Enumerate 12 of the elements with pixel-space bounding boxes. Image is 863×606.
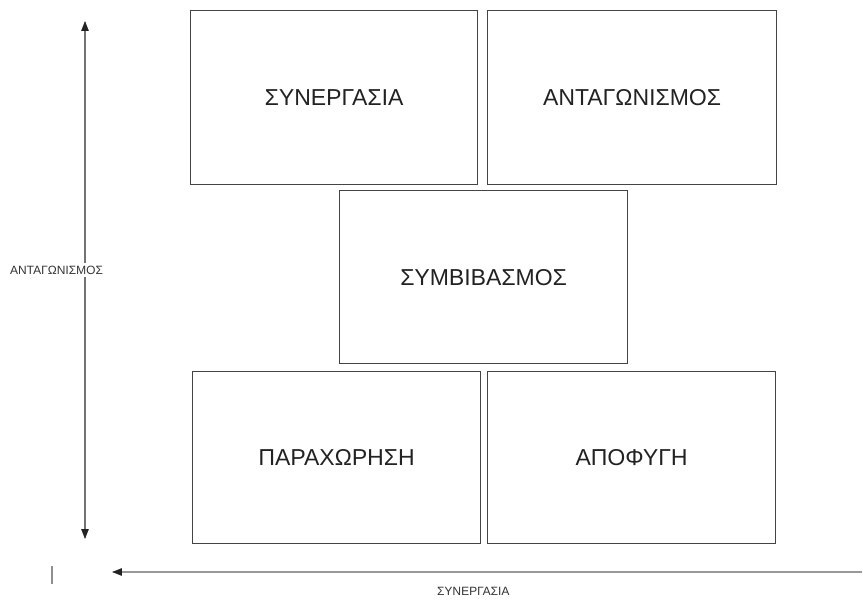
axis-label: ΣΥΝΕΡΓΑΣΙΑ: [437, 584, 510, 598]
axis-label: ΑΝΤΑΓΩΝΙΣΜΟΣ: [10, 263, 103, 277]
category-box: [190, 10, 478, 185]
category-box: [487, 10, 777, 185]
box-label: ΣΥΜΒΙΒΑΣΜΟΣ: [400, 264, 567, 290]
box-label: ΑΝΤΑΓΩΝΙΣΜΟΣ: [543, 84, 721, 111]
box-label: ΑΠΟΦΥΓΗ: [575, 444, 688, 471]
category-box: [339, 190, 628, 364]
box-label: ΠΑΡΑΧΩΡΗΣΗ: [258, 444, 415, 471]
category-box: [192, 371, 481, 544]
category-box: [487, 371, 776, 544]
box-label: ΣΥΝΕΡΓΑΣΙΑ: [264, 84, 404, 111]
